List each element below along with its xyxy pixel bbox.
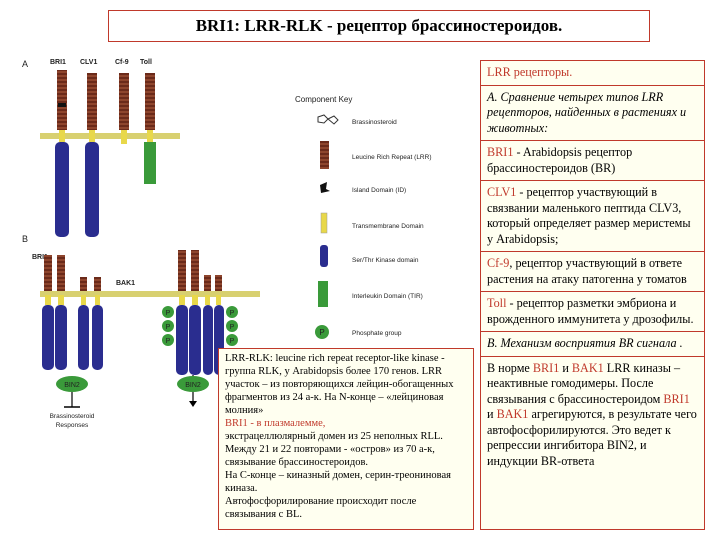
panel-a-label: A (22, 59, 28, 69)
cf9-text: , рецептор участвующий в ответе растения… (487, 256, 687, 286)
key-kinase-icon (320, 245, 328, 267)
clv1-text: - рецептор участвующий в связвании мален… (487, 185, 691, 246)
cf9-description: Cf-9, рецептор участвующий в ответе раст… (487, 256, 698, 287)
bri1-description: BRI1 - Arabidopsis рецептор брассиностер… (487, 145, 698, 176)
phosphate-2: P (166, 324, 171, 331)
panel-b-label: B (22, 234, 28, 244)
key-title: Component Key (295, 95, 352, 104)
cf9-name: Cf-9 (487, 256, 510, 270)
mech-bri1-b: BRI1 (663, 391, 690, 406)
mech-and-1: и (559, 360, 572, 375)
phosphate-1: P (166, 310, 171, 317)
receptor-bri1 (55, 70, 69, 237)
receptor-label-bri1: BRI1 (50, 59, 66, 66)
membrane-a (40, 133, 180, 139)
bin2-left-label: BIN2 (64, 382, 80, 389)
phosphate-3: P (166, 338, 171, 345)
toll-name: Toll (487, 296, 507, 310)
lrr-heading: LRR рецепторы. (487, 65, 573, 79)
key-transmembrane-icon (320, 212, 328, 234)
bri1-dimer-left (42, 255, 67, 370)
phosphate-6: P (230, 338, 235, 345)
key-tir-icon (318, 281, 328, 307)
receptor-label-cf9: Cf-9 (115, 59, 129, 66)
desc-line-4: На С-конце – киназный домен, серин-треон… (225, 470, 451, 494)
panel-b-bri1-label: BRI1 (32, 254, 48, 261)
receptor-cf9 (119, 73, 129, 144)
bri1-text: - Arabidopsis рецептор брассиностероидов… (487, 145, 633, 175)
toll-description: Toll - рецептор разметки эмбриона и врож… (487, 296, 698, 327)
phosphate-4: P (230, 310, 235, 317)
key-phosphate-icon: P (315, 325, 329, 339)
mech-and-2: и (487, 407, 497, 421)
receptor-label-toll: Toll (140, 59, 152, 66)
panel-b-bak1-label: BAK1 (116, 280, 135, 287)
key-item-lrr: Leucine Rich Repeat (LRR) (352, 154, 431, 161)
phosphate-5: P (230, 324, 235, 331)
bin2-right: BIN2 (177, 375, 209, 407)
key-item-phosphate: Phosphate group (352, 330, 402, 337)
key-item-transmembrane: Transmembrane Domain (352, 223, 424, 230)
key-item-island: Island Domain (ID) (352, 187, 406, 194)
page-title: BRI1: LRR-RLK - рецептор брассиностероид… (108, 10, 650, 42)
mech-bak1: BAK1 (571, 360, 604, 375)
bak1-dimer-left (78, 277, 103, 370)
key-item-kinase: Ser/Thr Kinase domain (352, 257, 419, 264)
receptor-toll (144, 73, 156, 184)
section-b-text: В. Механизм восприятия BR сигнала . (487, 336, 683, 350)
lrr-rlk-description-panel: LRR-RLK: leucine rich repeat receptor-li… (218, 348, 474, 530)
receptor-clv1 (85, 73, 99, 237)
key-item-tir: Interleukin Domain (TIR) (352, 293, 423, 300)
key-phosphate-letter: P (319, 328, 324, 337)
mech-bak1-b: BAK1 (496, 407, 529, 421)
key-island-icon (320, 182, 330, 193)
desc-line-2: BRI1 - в плазмалемме, (225, 418, 326, 429)
mechanism-text: В норме BRI1 и BAK1 LRR киназы – неактив… (487, 361, 698, 470)
toll-text: - рецептор разметки эмбриона и врожденно… (487, 296, 694, 326)
lrr-receptors-panel: LRR рецепторы. А. Сравнение четырех типо… (480, 60, 705, 530)
desc-line-5: Автофосфорилирование происходит после св… (225, 496, 417, 520)
key-item-brassinosteroid: Brassinosteroid (352, 119, 397, 126)
clv1-description: CLV1 - рецептор участвующий в связвании … (487, 185, 698, 247)
bri1-bak1-complex-right (176, 250, 224, 375)
bri1-name: BRI1 (487, 145, 514, 159)
responses-label-line1: Brassinosteroid (50, 413, 95, 420)
receptor-label-clv1: CLV1 (80, 59, 97, 66)
mech-part-3: агрегируются, в результате чего автофосф… (487, 407, 697, 468)
desc-line-3: экстрацеллюлярный домен из 25 неполных R… (225, 431, 443, 468)
membrane-b (40, 291, 260, 297)
responses-label-line2: Responses (56, 422, 89, 429)
receptor-diagram: A BRI1 CLV1 Cf-9 Toll Component Key Bras… (22, 59, 431, 429)
desc-line-1: LRR-RLK: leucine rich repeat receptor-li… (225, 353, 454, 416)
bin2-right-label: BIN2 (185, 382, 201, 389)
phosphate-groups: P P P P P P (162, 306, 238, 346)
clv1-name: CLV1 (487, 185, 517, 199)
mech-part-2: LRR киназы – неактивные гомодимеры. Посл… (487, 360, 681, 406)
section-a-text: А. Сравнение четырех типов LRR рецепторо… (487, 89, 687, 135)
bin2-left: BIN2 (56, 376, 88, 408)
mech-part-1: В норме (487, 360, 533, 375)
key-brassinosteroid-icon (317, 114, 339, 125)
mech-bri1: BRI1 (532, 360, 560, 375)
key-lrr-icon (320, 141, 329, 169)
